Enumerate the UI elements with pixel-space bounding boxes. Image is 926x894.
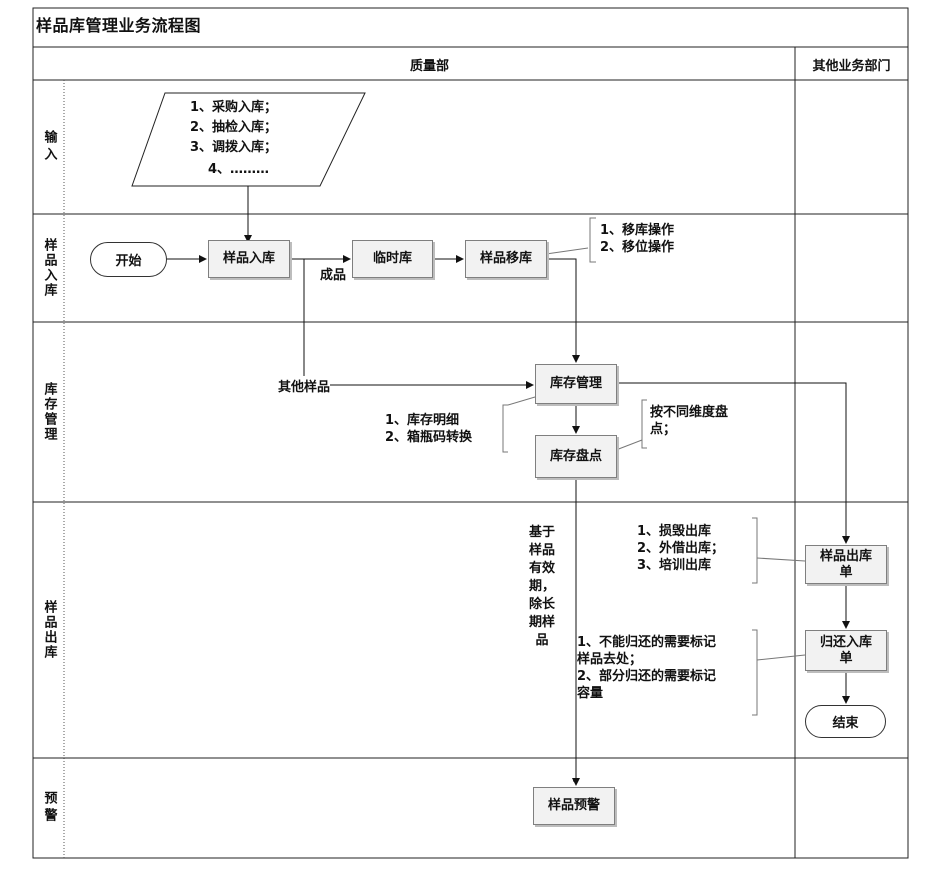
out-order-label: 样品出库单 (815, 549, 877, 581)
lane-sample-in-text: 样品入库 (41, 238, 58, 298)
return-order-box: 归还入库单 (805, 630, 887, 671)
lane-label-warning: 预警 (34, 758, 64, 858)
annot-count-line (616, 440, 642, 450)
end-node: 结束 (805, 705, 886, 738)
lane-label-sample-in: 样品入库 (34, 214, 64, 322)
expiry-line: 期样 (524, 614, 560, 632)
input-item: 4、……… (208, 160, 269, 180)
start-node: 开始 (90, 242, 167, 277)
input-item: 2、抽检入库； (190, 118, 277, 138)
lane-warning-text: 预警 (41, 791, 58, 825)
annot-count-bracket (642, 400, 647, 448)
annot-return-bracket (752, 630, 757, 715)
lane-label-input: 输入 (34, 80, 64, 214)
expiry-line: 基于 (524, 524, 560, 542)
arrow-move-to-inventory (546, 259, 576, 362)
lane-label-inventory: 库存管理 (34, 322, 64, 502)
return-order-label: 归还入库单 (815, 635, 877, 667)
column-header-quality: 质量部 (64, 55, 795, 74)
sample-in-box: 样品入库 (208, 240, 290, 278)
annot-return-line (757, 655, 805, 660)
finished-label: 成品 (320, 264, 346, 283)
expiry-line: 有效 (524, 560, 560, 578)
line-count-down (573, 477, 576, 781)
inventory-count-box: 库存盘点 (535, 435, 617, 478)
return-marks-note: 1、不能归还的需要标记 样品去处； 2、部分归还的需要标记 容量 (577, 634, 716, 702)
move-ops-note: 1、移库操作 2、移位操作 (600, 222, 674, 256)
annot-move-line (546, 248, 588, 254)
input-item: 3、调拨入库； (190, 138, 277, 158)
annot-move-bracket (590, 218, 596, 262)
column-header-other: 其他业务部门 (795, 55, 908, 74)
diagram-title: 样品库管理业务流程图 (36, 12, 201, 36)
annot-detail-bracket (503, 405, 508, 452)
expiry-line: 除长 (524, 596, 560, 614)
expiry-line: 样品 (524, 542, 560, 560)
temp-store-box: 临时库 (352, 240, 433, 278)
lane-sample-out-text: 样品出库 (41, 600, 58, 660)
count-dimension-note: 按不同维度盘 点； (650, 404, 728, 438)
expiry-line: 品 (524, 632, 560, 650)
annot-out-line (757, 558, 805, 561)
expiry-note: 基于 样品 有效 期， 除长 期样 品 (524, 524, 560, 650)
out-order-box: 样品出库单 (805, 545, 887, 584)
annot-out-bracket (752, 518, 757, 583)
lane-input-char: 输入 (41, 130, 58, 164)
annot-detail-line (508, 397, 535, 405)
out-types-note: 1、损毁出库 2、外借出库； 3、培训出库 (637, 523, 724, 574)
inventory-detail-note: 1、库存明细 2、箱瓶码转换 (385, 412, 472, 446)
lane-inventory-text: 库存管理 (41, 382, 58, 442)
warning-box: 样品预警 (533, 787, 615, 825)
other-samples-label: 其他样品 (278, 376, 330, 395)
sample-move-box: 样品移库 (465, 240, 547, 278)
expiry-line: 期， (524, 578, 560, 596)
input-item: 1、采购入库； (190, 98, 277, 118)
lane-label-sample-out: 样品出库 (34, 502, 64, 758)
inventory-box: 库存管理 (535, 364, 617, 404)
